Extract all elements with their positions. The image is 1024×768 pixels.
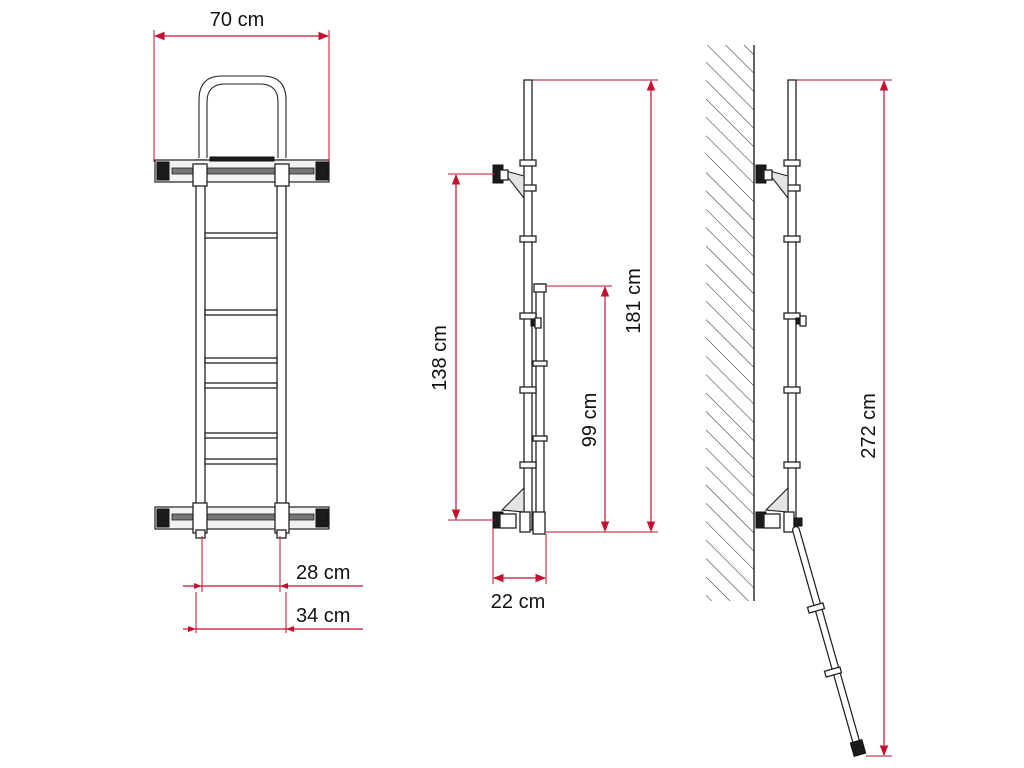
label-wall-depth: 22 cm [491,591,545,613]
bottom-mounting-rail [154,502,330,534]
side-view-ladder [492,79,548,535]
vehicle-wall [706,45,755,601]
front-rungs [204,232,278,465]
label-lower-section: 99 cm [579,393,601,447]
dim-outer-width: 34 cm [183,592,363,633]
label-overall-width: 70 cm [210,9,264,31]
angled-extension [792,526,867,758]
top-mounting-rail [154,156,330,187]
label-extended-height: 272 cm [858,393,880,459]
dim-inner-width: 28 cm [183,536,363,592]
dim-ladder-height: 181 cm [532,79,658,533]
label-ladder-height: 181 cm [623,268,645,334]
front-view-ladder [154,75,330,539]
dim-lower-section: 99 cm [546,285,612,533]
label-inner-width: 28 cm [296,562,350,584]
label-bracket-spacing: 138 cm [429,325,451,391]
dim-wall-depth: 22 cm [491,528,547,613]
wall-view-ladder [755,79,867,758]
dim-extended-height: 272 cm [796,79,892,757]
dim-bracket-spacing: 138 cm [429,173,495,521]
dim-overall-width: 70 cm [153,9,330,162]
label-outer-width: 34 cm [296,605,350,627]
